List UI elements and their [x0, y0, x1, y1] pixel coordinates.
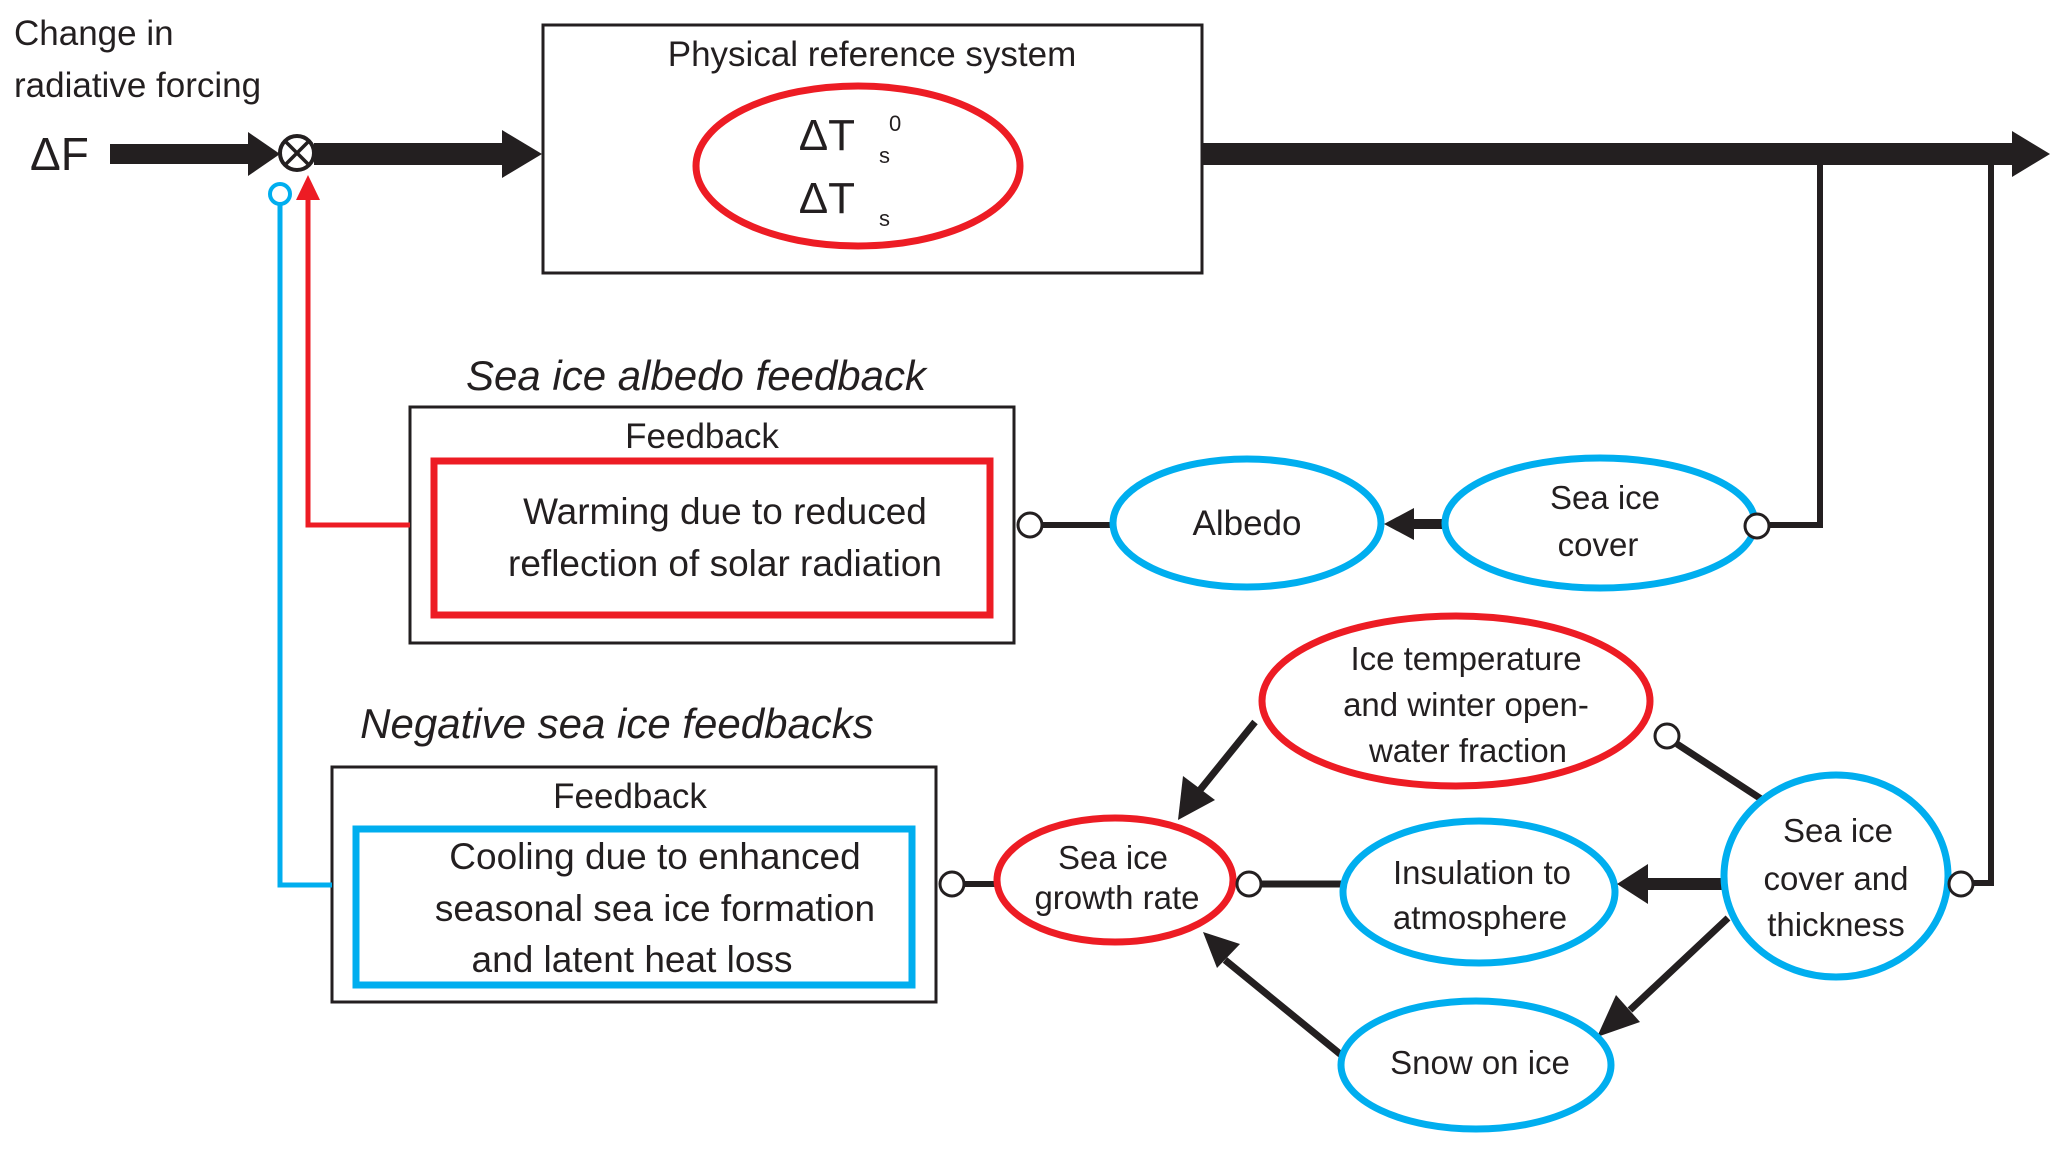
albedo-connector-circle: [1016, 511, 1044, 539]
growth-rate-label-line1: Sea ice: [1058, 839, 1168, 876]
physical-reference-system-box: Physical reference system ΔT s 0 ΔT s: [541, 23, 1204, 275]
input-label-line1: Change in: [14, 14, 174, 53]
delta-ts-sub: s: [879, 206, 890, 231]
insulation-label-line1: Insulation to: [1393, 854, 1571, 891]
negative-feedback-box: Feedback Cooling due to enhanced seasona…: [330, 765, 938, 1004]
branch-to-cover-thickness: [1973, 160, 1994, 886]
growth-connector-circle: [938, 870, 966, 898]
warming-text-line1: Warming due to reduced: [523, 491, 927, 532]
thickness-to-snow-arrowhead: [1597, 995, 1640, 1037]
albedo-feedback-box-title: Feedback: [625, 417, 779, 456]
arrow-to-reference-system: [314, 130, 542, 178]
positive-feedback-line: [296, 175, 410, 528]
cooling-text-line3: and latent heat loss: [472, 939, 793, 980]
sea-ice-cover-connector-circle: [1743, 512, 1771, 540]
snow-on-ice-node: Snow on ice: [1337, 997, 1615, 1133]
delta-ts0-sub: s: [879, 143, 890, 168]
ice-temperature-label-line3: water fraction: [1368, 732, 1567, 769]
negative-feedbacks-heading: Negative sea ice feedbacks: [360, 700, 874, 747]
cooling-text-line1: Cooling due to enhanced: [449, 836, 860, 877]
ice-temperature-label-line2: and winter open-: [1343, 686, 1589, 723]
thickness-to-snow-line: [1627, 915, 1731, 1013]
growth-rate-label-line2: growth rate: [1034, 879, 1199, 916]
sea-ice-cover-label-line1: Sea ice: [1550, 479, 1660, 516]
ice-temperature-node: Ice temperature and winter open- water f…: [1258, 612, 1654, 790]
summing-junction-icon: [278, 134, 316, 172]
warming-text-line2: reflection of solar radiation: [508, 543, 942, 584]
cover-to-albedo-arrow: [1384, 508, 1446, 540]
sea-ice-cover-label-line2: cover: [1558, 526, 1639, 563]
cooling-inner-box: [352, 825, 916, 989]
insulation-connector-circle: [1235, 870, 1263, 898]
negative-feedback-line: [268, 182, 332, 888]
ice-temperature-label-line1: Ice temperature: [1350, 640, 1581, 677]
thickness-to-insulation-arrow: [1617, 864, 1723, 904]
snow-on-ice-label: Snow on ice: [1390, 1044, 1570, 1081]
albedo-feedback-heading: Sea ice albedo feedback: [466, 352, 928, 399]
input-arrow: [110, 132, 280, 176]
cover-thickness-connector-circle: [1947, 870, 1975, 898]
thickness-to-ice-temp-line: [1675, 741, 1777, 811]
input-label-line2: radiative forcing: [14, 66, 261, 105]
negative-feedback-box-title: Feedback: [553, 777, 707, 816]
insulation-node: Insulation to atmosphere: [1339, 817, 1619, 967]
ice-temp-to-growth-arrow: [1197, 719, 1258, 793]
cover-thickness-label-line3: thickness: [1767, 906, 1905, 943]
snow-to-growth-line: [1222, 957, 1348, 1061]
temperature-ellipse: [692, 82, 1024, 250]
albedo-feedback-box: Feedback Warming due to reduced reflecti…: [408, 405, 1016, 645]
cooling-text-line2: seasonal sea ice formation: [435, 888, 875, 929]
ice-temperature-connector-circle: [1653, 722, 1681, 750]
albedo-label: Albedo: [1193, 504, 1302, 543]
cover-thickness-label-line2: cover and: [1764, 860, 1909, 897]
delta-ts-main: ΔT: [799, 174, 855, 223]
reference-system-title: Physical reference system: [668, 35, 1076, 74]
snow-to-growth-arrowhead: [1203, 932, 1240, 968]
warming-inner-box: [430, 457, 994, 619]
cover-thickness-label-line1: Sea ice: [1783, 812, 1893, 849]
ice-temp-to-growth-arrowhead: [1178, 776, 1215, 820]
delta-f-symbol: ΔF: [30, 128, 89, 180]
sea-ice-cover-node: Sea ice cover: [1441, 454, 1759, 592]
output-arrow: [1202, 131, 2050, 177]
cover-thickness-node: Sea ice cover and thickness: [1720, 771, 1952, 981]
insulation-label-line2: atmosphere: [1393, 899, 1567, 936]
branch-to-sea-ice-cover: [1770, 160, 1823, 528]
delta-ts0-main: ΔT: [799, 111, 855, 160]
delta-ts0-sup: 0: [889, 111, 901, 136]
albedo-node: Albedo: [1109, 455, 1385, 591]
growth-rate-node: Sea ice growth rate: [993, 814, 1237, 946]
